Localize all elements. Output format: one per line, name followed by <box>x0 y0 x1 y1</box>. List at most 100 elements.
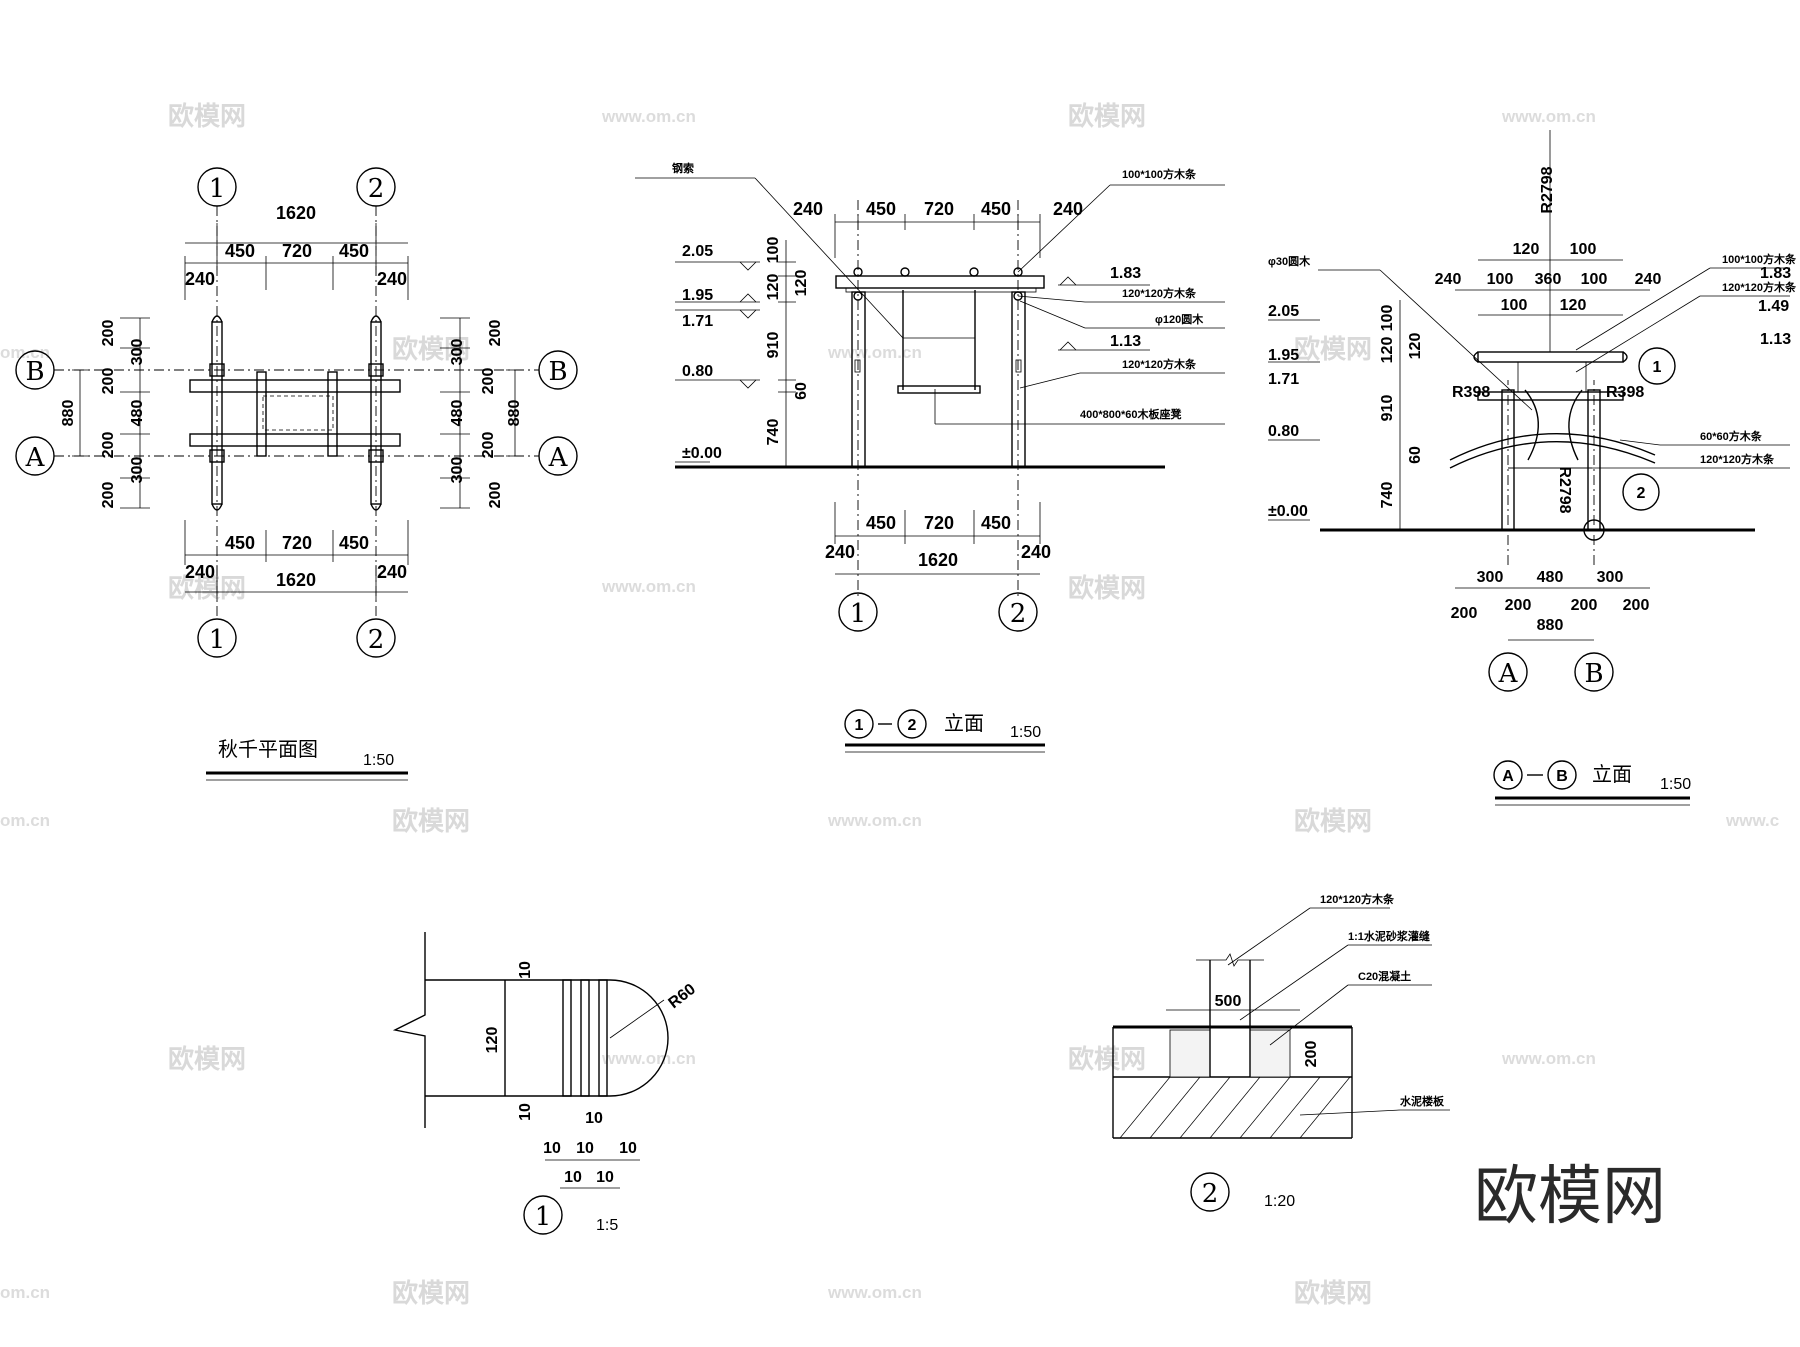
top-beam <box>835 275 1045 289</box>
elevab-level-205: 2.05 <box>1268 303 1299 320</box>
plan-dim-v480: 480 <box>129 400 146 427</box>
elevab-d240: 240 <box>1435 271 1462 288</box>
elev12-title-prefix-b: 2 <box>908 717 917 734</box>
swing-seat <box>897 385 981 394</box>
elevab-d480: 480 <box>1537 569 1564 586</box>
plan-dim-total-bottom: 1620 <box>276 570 316 590</box>
watermark-url: www.om.cn <box>827 1283 922 1302</box>
axis-label-b: B <box>548 357 567 387</box>
plan-dim-v880: 880 <box>60 400 77 427</box>
detail1-radius: R60 <box>665 981 699 1013</box>
elevab-vdim-910: 910 <box>1379 395 1396 422</box>
plan-dim-side: 450 <box>225 533 255 553</box>
watermarks: 欧模网 www.om.cn 欧模网 www.om.cn om.cn 欧模网 ww… <box>0 101 1779 1308</box>
detail2-label-concrete: C20混凝土 <box>1358 969 1411 983</box>
watermark-cn: 欧模网 <box>1068 573 1146 603</box>
elevab-d360: 360 <box>1535 271 1562 288</box>
elev12-dim-mid: 720 <box>924 199 954 219</box>
elevab-radius: R2798 <box>1539 166 1556 213</box>
elevab-title-prefix-a: A <box>1502 768 1514 785</box>
right-post <box>1011 291 1026 468</box>
axis-bubble-1-bottom <box>197 618 237 658</box>
elev12-dim-side: 450 <box>866 513 896 533</box>
plan-dim-mid: 720 <box>282 241 312 261</box>
vdim-100: 100 <box>765 237 782 264</box>
plan-dim-v300: 300 <box>449 339 466 366</box>
vdim-910: 910 <box>765 332 782 359</box>
elevab-label-round30: φ30圆木 <box>1268 254 1311 268</box>
elevab-label-post2: 120*120方木条 <box>1700 452 1775 466</box>
plan-view: 1 2 1 2 B A B A 1620 450 720 <box>15 167 578 781</box>
elev12-dim-side: 450 <box>866 199 896 219</box>
plan-dim-v200: 200 <box>487 320 504 347</box>
detail2-d200: 200 <box>1303 1041 1320 1068</box>
elevab-title: 立面 <box>1592 762 1632 786</box>
detail2-title: 2 <box>1202 1179 1219 1209</box>
detail1-scale: 1:5 <box>596 1217 618 1234</box>
elev12-dim-total: 1620 <box>918 550 958 570</box>
elevab-level-195: 1.95 <box>1268 347 1299 364</box>
plan-dim-side: 450 <box>339 533 369 553</box>
axis-label-1: 1 <box>209 625 226 655</box>
vdim-60: 60 <box>793 382 810 400</box>
watermark-url: om.cn <box>0 811 50 830</box>
detail1-d10: 10 <box>585 1110 603 1127</box>
elevab-level-113: 1.13 <box>1760 331 1791 348</box>
detail1-d10: 10 <box>576 1140 594 1157</box>
watermark-url: www.om.cn <box>827 811 922 830</box>
plan-dim-v480: 480 <box>449 400 466 427</box>
plan-dim-edge: 240 <box>377 562 407 582</box>
elev12-dim-edge: 240 <box>793 199 823 219</box>
label-round: φ120圆木 <box>1155 312 1204 326</box>
detail-2: 500 200 120*120方木条 1:1水泥砂浆灌缝 C20混凝土 水泥楼板… <box>1112 892 1450 1212</box>
elevab-r398-right: R398 <box>1606 384 1644 401</box>
plan-dim-v200: 200 <box>487 482 504 509</box>
elevab-level-149: 1.49 <box>1758 298 1789 315</box>
elev12-title-prefix-a: 1 <box>855 717 864 734</box>
elevab-d200: 200 <box>1451 605 1478 622</box>
plan-dim-v300: 300 <box>129 457 146 484</box>
levels-left-12: 2.05 1.95 1.71 0.80 ±0.00 <box>675 243 760 463</box>
level-171: 1.71 <box>682 313 713 330</box>
elevab-d200: 200 <box>1571 597 1598 614</box>
elevab-d300: 300 <box>1597 569 1624 586</box>
slab-hatch <box>1119 1076 1351 1139</box>
elev12-dim-edge: 240 <box>1021 542 1051 562</box>
watermark-cn: 欧模网 <box>168 101 246 131</box>
watermark-cn: 欧模网 <box>1294 334 1372 364</box>
elevab-d100: 100 <box>1501 297 1528 314</box>
detail2-scale: 1:20 <box>1264 1193 1295 1210</box>
plan-dim-v880: 880 <box>506 400 523 427</box>
detail2-label-post: 120*120方木条 <box>1320 892 1395 906</box>
left-post <box>851 291 866 468</box>
plan-dim-v200: 200 <box>100 482 117 509</box>
axis-bubble-2-bottom <box>356 618 396 658</box>
watermark-cn: 欧模网 <box>1068 101 1146 131</box>
axis-label-b: B <box>1584 659 1603 689</box>
watermark-cn: 欧模网 <box>392 806 470 836</box>
elevab-scale: 1:50 <box>1660 776 1691 793</box>
watermark-url: www.om.cn <box>1501 107 1596 126</box>
plan-dim-v200: 200 <box>100 320 117 347</box>
detail2-d500: 500 <box>1215 993 1242 1010</box>
plan-dim-v200: 200 <box>100 432 117 459</box>
elevab-vdim-60: 60 <box>1407 446 1424 464</box>
watermark-url: www.om.cn <box>601 577 696 596</box>
elevab-d200: 200 <box>1505 597 1532 614</box>
plan-dim-mid: 720 <box>282 533 312 553</box>
watermark-cn: 欧模网 <box>392 334 470 364</box>
axis-label-2: 2 <box>1010 599 1027 629</box>
detail1-d10: 10 <box>517 1103 534 1121</box>
elevab-level-000: ±0.00 <box>1268 503 1308 520</box>
elevab-d100: 100 <box>1487 271 1514 288</box>
elevation-a-b: R2798 R2798 R398 R398 120 100 240 100 36… <box>1268 130 1797 806</box>
elev12-scale: 1:50 <box>1010 724 1041 741</box>
label-seat: 400*800*60木板座凳 <box>1080 407 1183 421</box>
brand-logo-text: 欧模网 <box>1474 1160 1666 1234</box>
label-post2: 120*120方木条 <box>1122 357 1197 371</box>
detail2-label-grout: 1:1水泥砂浆灌缝 <box>1348 929 1430 943</box>
watermark-cn: 欧模网 <box>168 1044 246 1074</box>
elev12-dim-edge: 240 <box>825 542 855 562</box>
elev12-dim-mid: 720 <box>924 513 954 533</box>
